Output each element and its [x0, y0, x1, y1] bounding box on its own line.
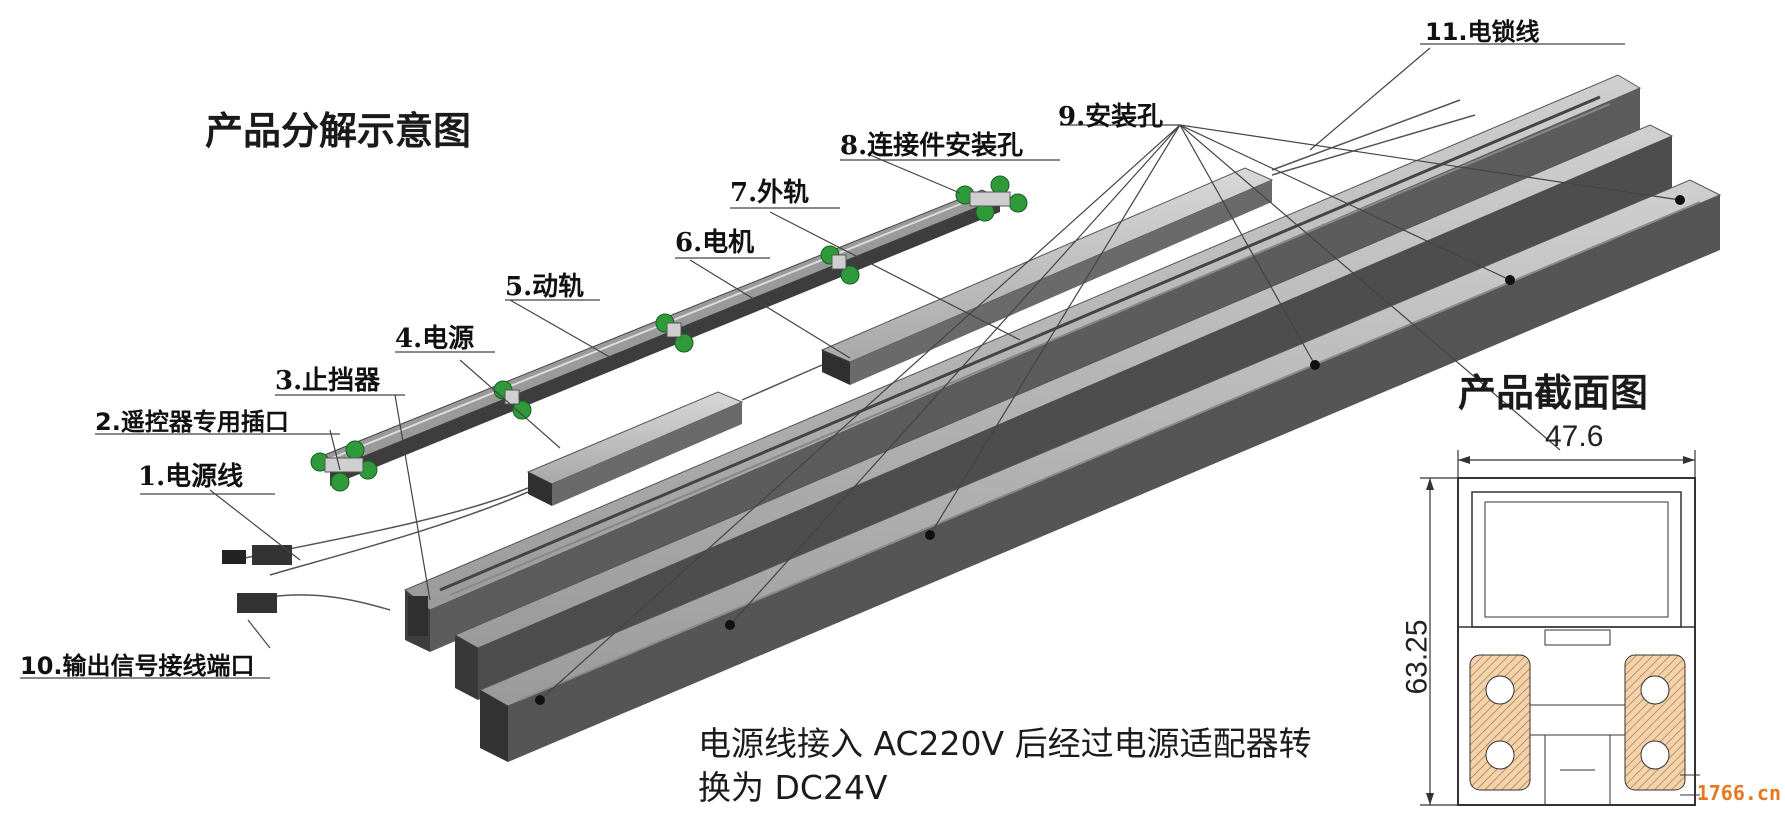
label-underlines [20, 43, 1625, 679]
cross-section [1420, 450, 1700, 806]
outer-rail-front [404, 74, 1642, 652]
label-stopper: 3.止挡器 [275, 366, 381, 396]
label-remote-port: 2.遥控器专用插口 [95, 408, 289, 436]
motor-box [820, 167, 1274, 385]
label-power-cord: 1.电源线 [138, 462, 244, 492]
mount-holes [535, 195, 1685, 705]
label-mount-holes: 9.安装孔 [1058, 102, 1164, 132]
leader-lines [209, 47, 1681, 701]
cross-section-title: 产品截面图 [1458, 371, 1649, 415]
power-box [526, 391, 744, 506]
dimension-height: 63.25 [1400, 619, 1434, 695]
label-output-port: 10.输出信号接线端口 [20, 652, 255, 680]
label-connector-holes: 8.连接件安装孔 [840, 131, 1024, 161]
caption-line-2: 换为 DC24V [698, 768, 888, 807]
bottom-rail [478, 179, 1722, 762]
plug [222, 545, 292, 613]
moving-rail-wheels [310, 175, 1028, 492]
watermark: 1766.cn [1696, 781, 1781, 805]
flat-rail [453, 124, 1674, 700]
dimension-width: 47.6 [1545, 420, 1604, 453]
caption-line-1: 电源线接入 AC220V 后经过电源适配器转 [698, 724, 1312, 763]
exploded-view-title: 产品分解示意图 [205, 109, 472, 153]
label-power-supply: 4.电源 [395, 324, 475, 354]
label-lock-wire: 11.电锁线 [1425, 18, 1540, 46]
label-moving-rail: 5.动轨 [505, 272, 585, 302]
label-outer-rail: 7.外轨 [730, 178, 810, 208]
caption-text: 电源线接入 AC220V 后经过电源适配器转 换为 DC24V [698, 722, 1398, 810]
label-motor: 6.电机 [675, 228, 755, 258]
